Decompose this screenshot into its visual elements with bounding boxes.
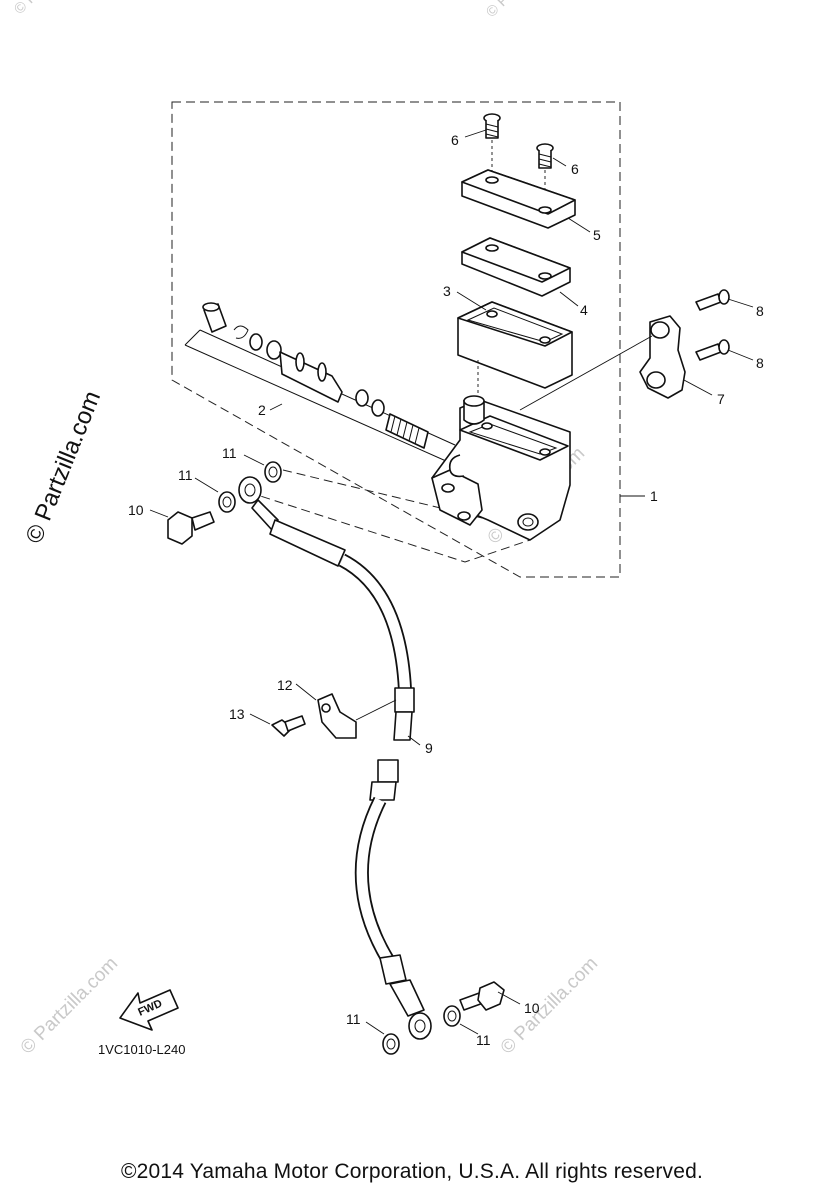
reservoir-cap: [461, 169, 576, 229]
callout-11a: 11: [222, 445, 237, 461]
assembly-outline: [171, 101, 621, 578]
union-bolt-upper: [167, 511, 215, 545]
holder-bracket: [519, 315, 686, 411]
callout-10a: 10: [128, 502, 144, 518]
callout-11c: 11: [346, 1011, 361, 1027]
watermark-bottom-right: © Partzilla.com: [497, 953, 602, 1058]
watermark-side: © Partzilla.com: [21, 387, 107, 547]
hose-guide: [317, 693, 357, 739]
callout-8a: 8: [756, 303, 764, 319]
guide-bolt: [271, 715, 306, 737]
callout-12: 12: [277, 677, 293, 693]
callout-9: 9: [425, 740, 433, 756]
piston-kit: [202, 302, 429, 449]
callout-1: 1: [650, 488, 658, 504]
callout-13: 13: [229, 706, 245, 722]
diaphragm-plate: [461, 237, 571, 297]
diagram-code: 1VC1010-L240: [98, 1042, 185, 1057]
master-cylinder-body: [431, 395, 571, 541]
screw-6a: [483, 113, 501, 180]
callout-11b: 11: [178, 467, 193, 483]
watermark-top-mid: © Partzilla.com: [483, 0, 566, 21]
copyright-notice: ©2014 Yamaha Motor Corporation, U.S.A. A…: [120, 1160, 704, 1183]
callout-6b: 6: [571, 161, 579, 177]
callout-11d: 11: [476, 1032, 491, 1048]
callout-2: 2: [258, 402, 266, 418]
callout-3: 3: [443, 283, 451, 299]
callout-6a: 6: [451, 132, 459, 148]
diaphragm: [457, 301, 573, 420]
washers: [218, 461, 461, 1055]
watermark-top-left: © Partzilla.com: [11, 0, 94, 18]
bolt-8b: [695, 339, 730, 361]
callout-5: 5: [593, 227, 601, 243]
callout-8b: 8: [756, 355, 764, 371]
fwd-arrow: FWD: [119, 989, 179, 1031]
callout-labels: 1 2 3 4 5 6 6 7 8 8 9 10 10 11 11 11 11 …: [128, 132, 764, 1048]
bolt-8a: [695, 289, 730, 311]
callout-10b: 10: [524, 1000, 540, 1016]
leader-lines: [149, 129, 754, 1035]
hose-strip-outline: [247, 469, 541, 563]
brake-hose: [238, 476, 432, 1040]
callout-7: 7: [717, 391, 725, 407]
union-bolt-lower: [459, 981, 505, 1011]
callout-4: 4: [580, 302, 588, 318]
